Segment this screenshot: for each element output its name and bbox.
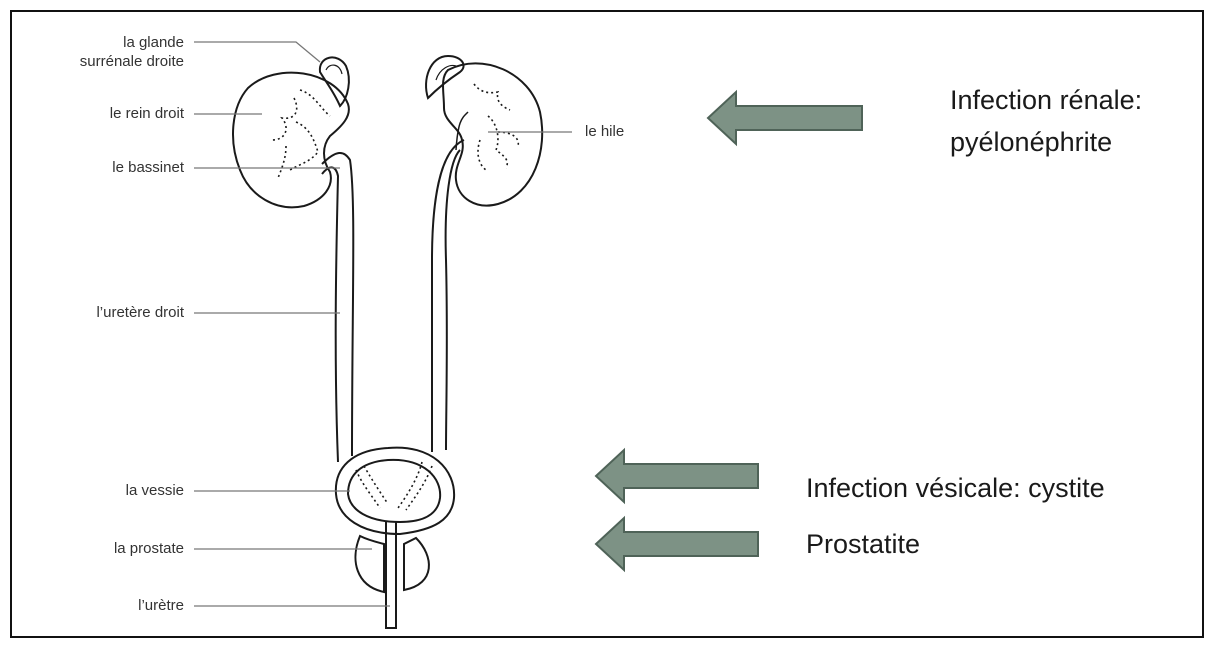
label-vessie: la vessie — [126, 482, 184, 499]
arrow-vesicale-icon — [596, 450, 758, 502]
prostate — [355, 536, 384, 592]
urethra — [386, 522, 396, 628]
label-bassinet: le bassinet — [112, 159, 184, 176]
label-rein-droit: le rein droit — [110, 105, 184, 122]
annotation-vesicale: Infection vésicale: cystite — [806, 470, 1105, 506]
annotation-renale-line2: pyélonéphrite — [950, 124, 1112, 160]
label-uretre: l’urètre — [138, 597, 184, 614]
leader-glande — [194, 42, 320, 62]
label-prostate: la prostate — [114, 540, 184, 557]
label-glande-line1: la glande — [123, 34, 184, 51]
annotation-prostatite: Prostatite — [806, 526, 920, 562]
label-uretere-droit: l’uretère droit — [96, 304, 184, 321]
label-glande-line2: surrénale droite — [80, 53, 184, 70]
ureter-left — [446, 150, 460, 450]
arrow-prostatite-icon — [596, 518, 758, 570]
arrow-renale-icon — [708, 92, 862, 144]
annotation-renale-line1: Infection rénale: — [950, 82, 1142, 118]
label-hile: le hile — [585, 123, 624, 140]
kidney-right — [233, 73, 349, 208]
